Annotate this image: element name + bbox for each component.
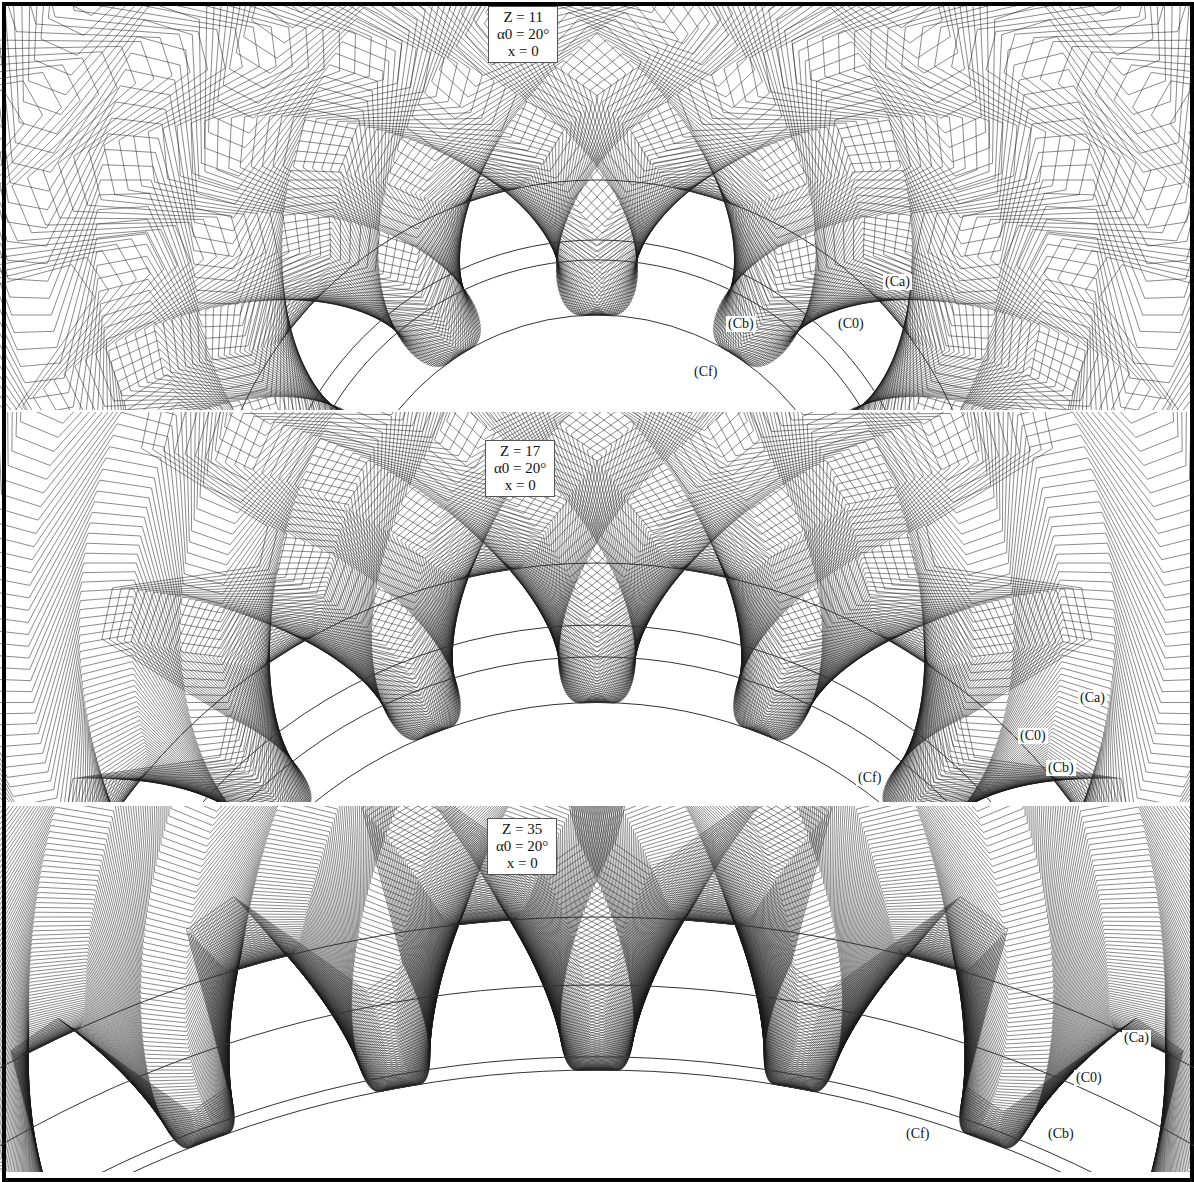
parameter-text: α0 = 20° <box>494 460 546 477</box>
circle-label: (Cf) <box>856 770 883 786</box>
parameter-box: Z = 35α0 = 20°x = 0 <box>487 818 557 875</box>
circle-label: (C0) <box>1074 1070 1104 1086</box>
parameter-text: Z = 11 <box>497 9 549 26</box>
circle-label: (Cb) <box>726 316 756 332</box>
rack-envelope <box>0 412 1194 802</box>
circle-label: (C0) <box>836 316 866 332</box>
parameter-text: Z = 17 <box>494 443 546 460</box>
root-circle <box>148 703 1047 803</box>
circle-label: (Ca) <box>1122 1030 1151 1046</box>
gear-generation-z17 <box>0 412 1194 802</box>
circle-label: (Cb) <box>1046 1126 1076 1142</box>
circle-label: (Cf) <box>692 364 719 380</box>
rack-envelope <box>0 6 1194 410</box>
parameter-text: x = 0 <box>497 43 549 60</box>
addendum-circle <box>0 917 1194 1172</box>
addendum-circle <box>207 180 987 410</box>
pitch-circle <box>0 985 1194 1172</box>
rack-envelope <box>0 806 1194 1172</box>
parameter-text: α0 = 20° <box>497 26 549 43</box>
parameter-text: Z = 35 <box>496 821 548 838</box>
circle-label: (Cb) <box>1046 760 1076 776</box>
base-circle <box>0 1057 1194 1172</box>
circle-label: (Ca) <box>1078 690 1107 706</box>
gear-generation-z11 <box>0 6 1194 410</box>
pitch-circle <box>267 240 927 410</box>
circle-label: (Cf) <box>904 1126 931 1142</box>
root-circle <box>342 315 852 410</box>
gear-generation-z35 <box>0 806 1194 1172</box>
circle-label: (C0) <box>1018 728 1048 744</box>
parameter-text: x = 0 <box>494 477 546 494</box>
parameter-text: α0 = 20° <box>496 838 548 855</box>
base-circle <box>287 260 907 410</box>
root-circle <box>0 1070 1194 1172</box>
parameter-box: Z = 17α0 = 20°x = 0 <box>485 440 555 497</box>
base-circle <box>102 657 1092 802</box>
parameter-text: x = 0 <box>496 855 548 872</box>
circle-label: (Ca) <box>883 274 912 290</box>
addendum-circle <box>8 563 1186 802</box>
pitch-circle <box>70 625 1124 802</box>
parameter-box: Z = 11α0 = 20°x = 0 <box>488 6 558 63</box>
